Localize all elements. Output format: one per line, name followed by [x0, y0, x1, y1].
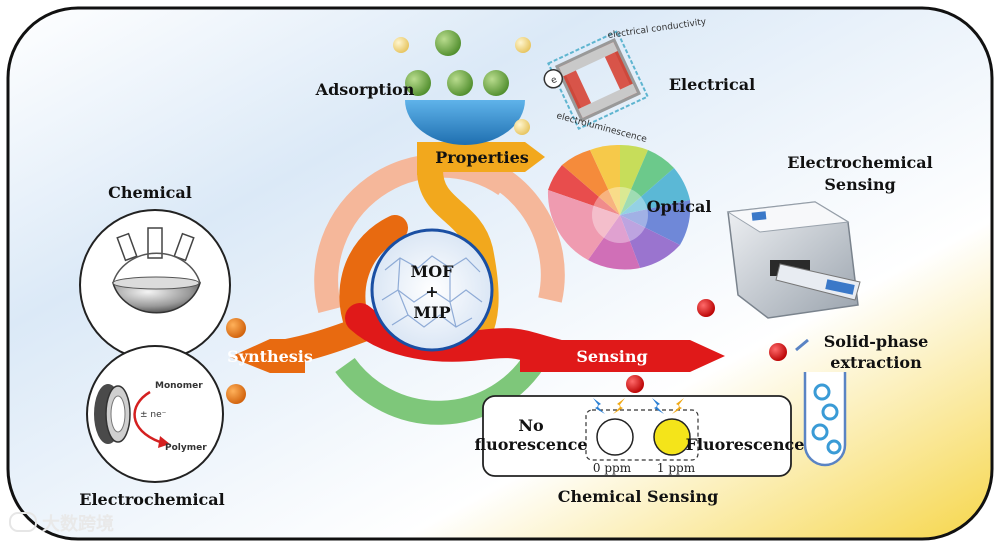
electrochemical-sensor-device: [726, 201, 861, 319]
mof-lattice-pattern: [381, 255, 483, 328]
core-mip: MIP: [413, 303, 450, 322]
spe-line2: extraction: [830, 353, 922, 372]
properties-label: Properties: [435, 148, 529, 167]
polymer-label: Polymer: [165, 443, 207, 453]
orange-sphere: [226, 384, 246, 404]
watermark-text: 大数跨境: [42, 513, 114, 535]
optical-label: Optical: [647, 197, 712, 216]
electrochemical-label: Electrochemical: [79, 490, 224, 509]
ppm-0-label: 0 ppm: [593, 461, 632, 475]
adsorption-bowl: [405, 100, 525, 145]
red-sphere: [697, 299, 715, 317]
light-bolt-icon: [593, 398, 684, 414]
synthesis-label: Synthesis: [227, 347, 313, 366]
ring-green: [335, 353, 546, 425]
adsorption-label: Adsorption: [315, 80, 415, 99]
adsorption-illustration: [393, 30, 531, 145]
sensing-label: Sensing: [576, 347, 647, 366]
electrical-label: Electrical: [669, 75, 755, 94]
no-fluorescence-line1: No: [518, 416, 544, 435]
yellow-sphere: [514, 119, 530, 135]
ppm-1-label: 1 ppm: [657, 461, 696, 475]
sensing-arrow: [345, 303, 725, 372]
yellow-sphere: [515, 37, 531, 53]
electrochemical-sensing-line1: Electrochemical: [787, 153, 932, 172]
green-sphere: [405, 70, 431, 96]
green-sphere: [483, 70, 509, 96]
no-fluorescence-line2: fluorescence: [474, 435, 587, 454]
chemical-flask-illustration: [79, 209, 231, 361]
orange-sphere: [226, 318, 246, 338]
electrochemical-sensing-line2: Sensing: [824, 175, 895, 194]
chemical-sensing-panel: [482, 395, 792, 477]
electrochemical-synthesis-illustration: Monomer Polymer ± ne⁻: [86, 345, 224, 483]
red-sphere: [769, 343, 787, 361]
core-plus: +: [425, 282, 438, 301]
red-sphere: [626, 375, 644, 393]
spe-tube-illustration: [795, 338, 847, 467]
monomer-label: Monomer: [155, 381, 203, 391]
optical-color-fan: [547, 144, 691, 270]
yellow-sphere: [393, 37, 409, 53]
fluorescence-label: Fluorescence: [686, 435, 805, 454]
spe-line1: Solid-phase: [824, 332, 929, 351]
mof-mip-core: MOF + MIP: [370, 228, 494, 352]
chemical-label: Chemical: [108, 183, 192, 202]
svg-text:e: e: [550, 75, 560, 87]
green-sphere: [447, 70, 473, 96]
no-fluorescence-well: [596, 418, 634, 456]
watermark-logo: 大数跨境: [9, 512, 114, 535]
charge-label: ± ne⁻: [140, 410, 167, 420]
core-mof: MOF: [410, 262, 454, 281]
fluorescence-well: [653, 418, 691, 456]
green-sphere: [435, 30, 461, 56]
chemical-sensing-label: Chemical Sensing: [558, 487, 719, 506]
